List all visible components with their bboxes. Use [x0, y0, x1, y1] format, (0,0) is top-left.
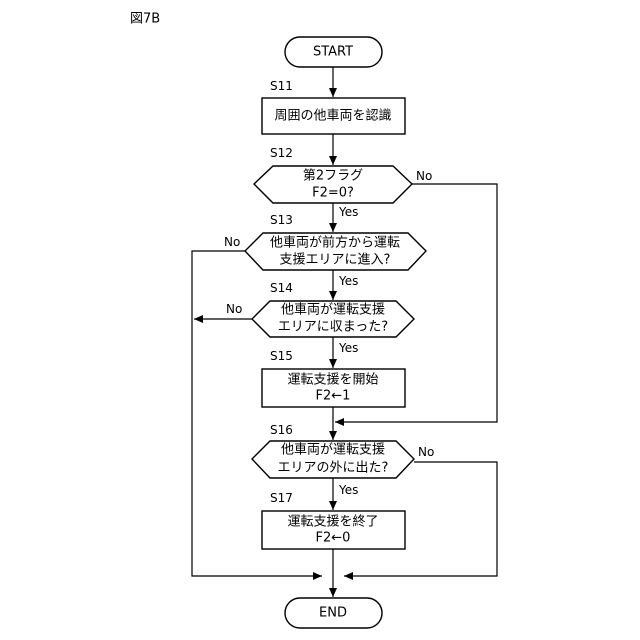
decision-s14-line2: エリアに収まった?	[278, 320, 388, 335]
decision-s13-line2: 支援エリアに進入?	[280, 253, 391, 268]
decision-s14-line1: 他車両が運転支援	[281, 303, 385, 318]
decision-s13: 他車両が前方から運転 支援エリアに進入?	[245, 233, 426, 270]
decision-s13-line1: 他車両が前方から運転	[270, 235, 400, 251]
decision-s12: 第2フラグ F2=0?	[254, 166, 412, 203]
process-s15: 運転支援を開始 F2←1	[262, 369, 405, 407]
s16-yes-label: Yes	[338, 483, 358, 497]
step-id-s15: S15	[270, 349, 293, 363]
decision-s12-line2: F2=0?	[312, 186, 354, 201]
process-s11-text: 周囲の他車両を認識	[274, 108, 391, 124]
s12-yes-label: Yes	[338, 205, 358, 219]
step-id-s11: S11	[270, 79, 293, 93]
decision-s14: 他車両が運転支援 エリアに収まった?	[252, 301, 414, 337]
step-id-s12: S12	[270, 146, 293, 160]
s13-yes-label: Yes	[338, 274, 358, 288]
step-id-s13: S13	[270, 213, 293, 227]
process-s17-line2: F2←0	[316, 531, 351, 546]
decision-s16-line2: エリアの外に出た?	[278, 461, 389, 476]
decision-s16: 他車両が運転支援 エリアの外に出た?	[252, 441, 414, 478]
process-s15-line1: 運転支援を開始	[287, 373, 378, 388]
process-s11: 周囲の他車両を認識	[262, 98, 405, 134]
end-terminal: END	[285, 598, 382, 628]
decision-s16-line1: 他車両が運転支援	[281, 443, 385, 458]
decision-s12-line1: 第2フラグ	[303, 169, 363, 184]
step-id-s14: S14	[270, 281, 293, 295]
end-label: END	[319, 606, 347, 621]
s14-no-label: No	[226, 302, 242, 316]
s12-no-label: No	[416, 169, 432, 183]
figure-label: 図7B	[130, 12, 160, 27]
step-id-s17: S17	[270, 491, 293, 505]
s14-yes-label: Yes	[338, 341, 358, 355]
process-s15-line2: F2←1	[316, 389, 351, 404]
start-terminal: START	[285, 37, 382, 67]
start-label: START	[313, 45, 353, 60]
process-s17: 運転支援を終了 F2←0	[262, 511, 405, 549]
s16-no-label: No	[418, 445, 434, 459]
process-s17-line1: 運転支援を終了	[287, 514, 378, 530]
s13-no-label: No	[224, 235, 240, 249]
step-id-s16: S16	[270, 423, 293, 437]
